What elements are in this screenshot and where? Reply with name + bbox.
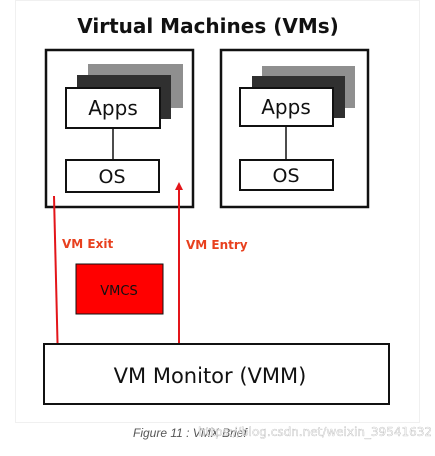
vm-box-1: Apps OS (44, 48, 195, 209)
watermark-text: https://blog.csdn.net/weixin_39541632 (198, 425, 432, 439)
diagram-title: Virtual Machines (VMs) (77, 14, 339, 38)
os-label-2: OS (272, 165, 299, 187)
vm-exit-arrow (53, 195, 62, 367)
vm-box-2: Apps OS (219, 48, 370, 209)
vmm-box (43, 343, 390, 405)
figure-caption: Figure 11 : VMX Brief (133, 426, 248, 440)
vm-entry-label: VM Entry (186, 238, 248, 252)
apps-label-2: Apps (261, 95, 311, 119)
vmm-label: VM Monitor (VMM) (114, 364, 307, 388)
os-box-1 (65, 159, 160, 193)
vmcs-label: VMCS (100, 284, 137, 299)
apps-box-1 (65, 87, 161, 129)
vmcs-box (75, 263, 164, 315)
vm-exit-label: VM Exit (62, 237, 113, 251)
apps-label-1: Apps (88, 96, 138, 120)
os-box-2 (239, 159, 334, 191)
os-label-1: OS (98, 166, 125, 188)
